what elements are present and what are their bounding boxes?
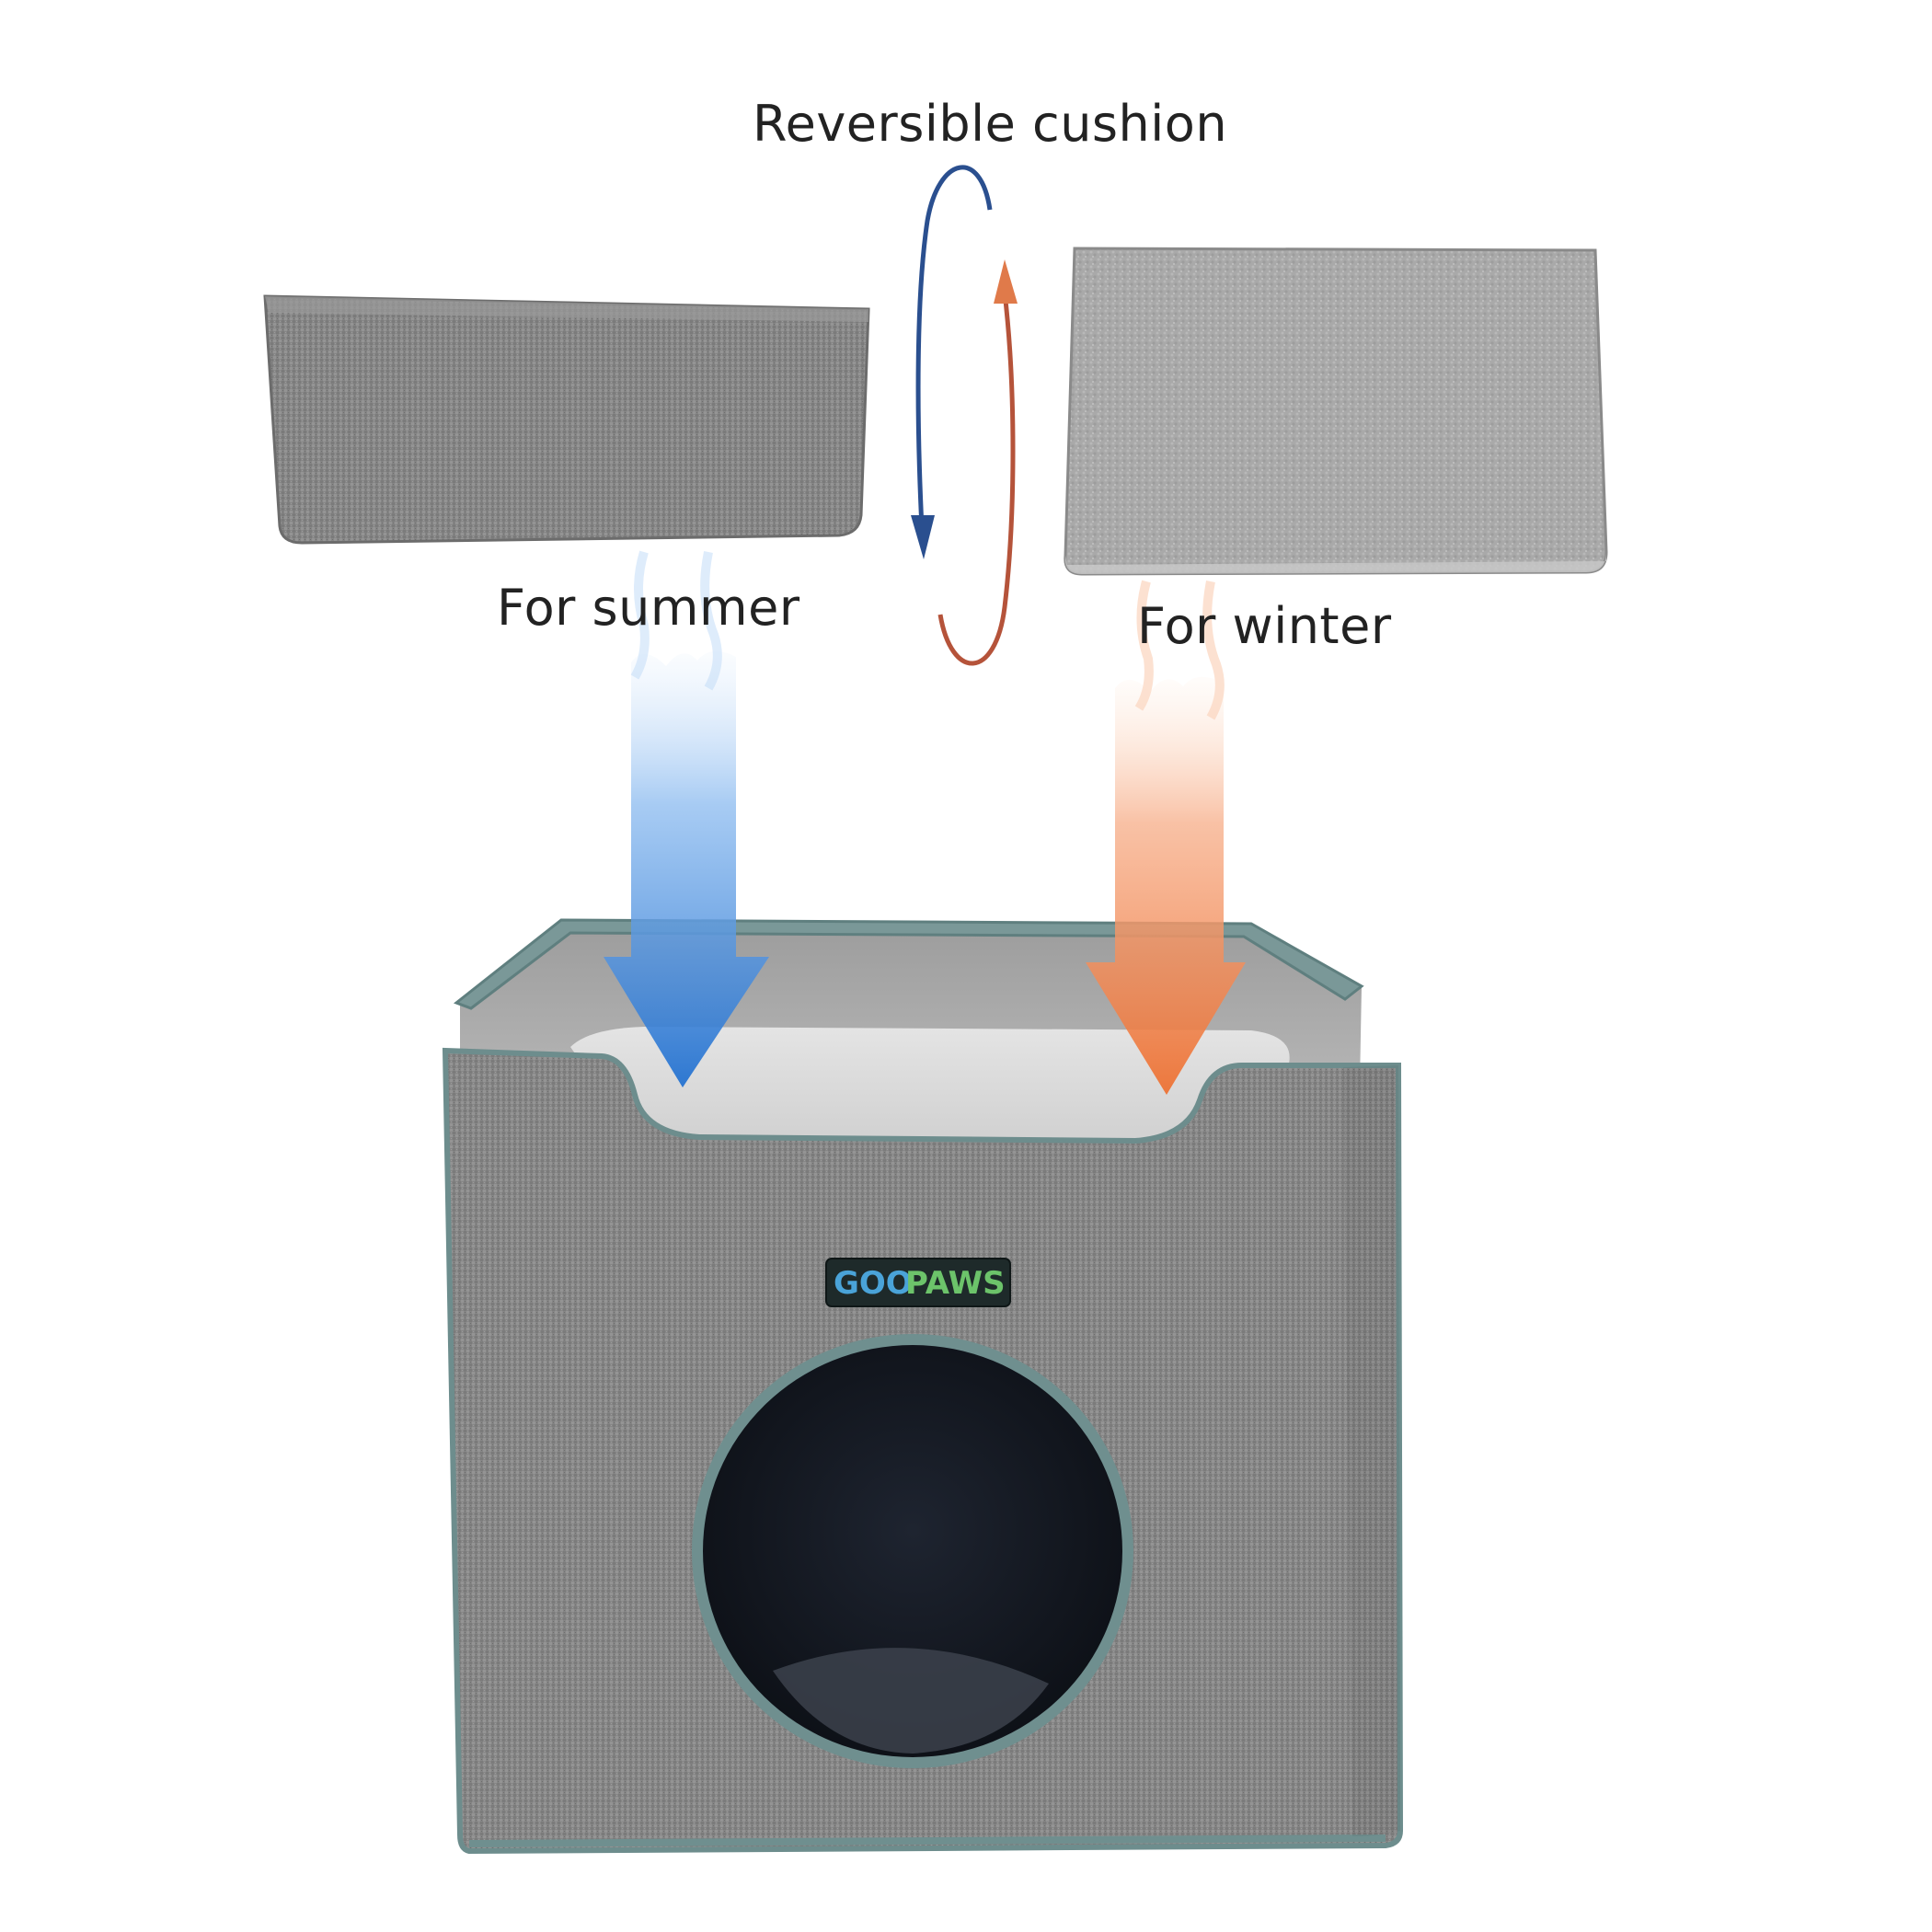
cycle-arrowhead-red <box>994 259 1018 304</box>
for-winter-label: For winter <box>1137 597 1392 655</box>
cycle-arrow-red <box>937 292 1016 666</box>
winter-cushion <box>1064 247 1608 576</box>
reversible-cushion-label: Reversible cushion <box>753 95 1228 153</box>
reverse-cycle-arrows <box>911 165 1018 666</box>
brand-logo-prefix: GOO <box>834 1265 913 1302</box>
cycle-arrowhead-blue <box>911 515 935 559</box>
for-summer-label: For summer <box>497 579 800 637</box>
brand-logo-suffix: PAWS <box>905 1265 1006 1302</box>
summer-cushion <box>263 294 870 545</box>
cycle-arrow-blue <box>915 165 993 529</box>
cube-entrance <box>692 1334 1133 1768</box>
summer-cooling-arrow <box>604 550 769 1087</box>
brand-logo-badge: GOO PAWS <box>825 1258 1011 1307</box>
winter-warming-arrow <box>1086 580 1246 1095</box>
